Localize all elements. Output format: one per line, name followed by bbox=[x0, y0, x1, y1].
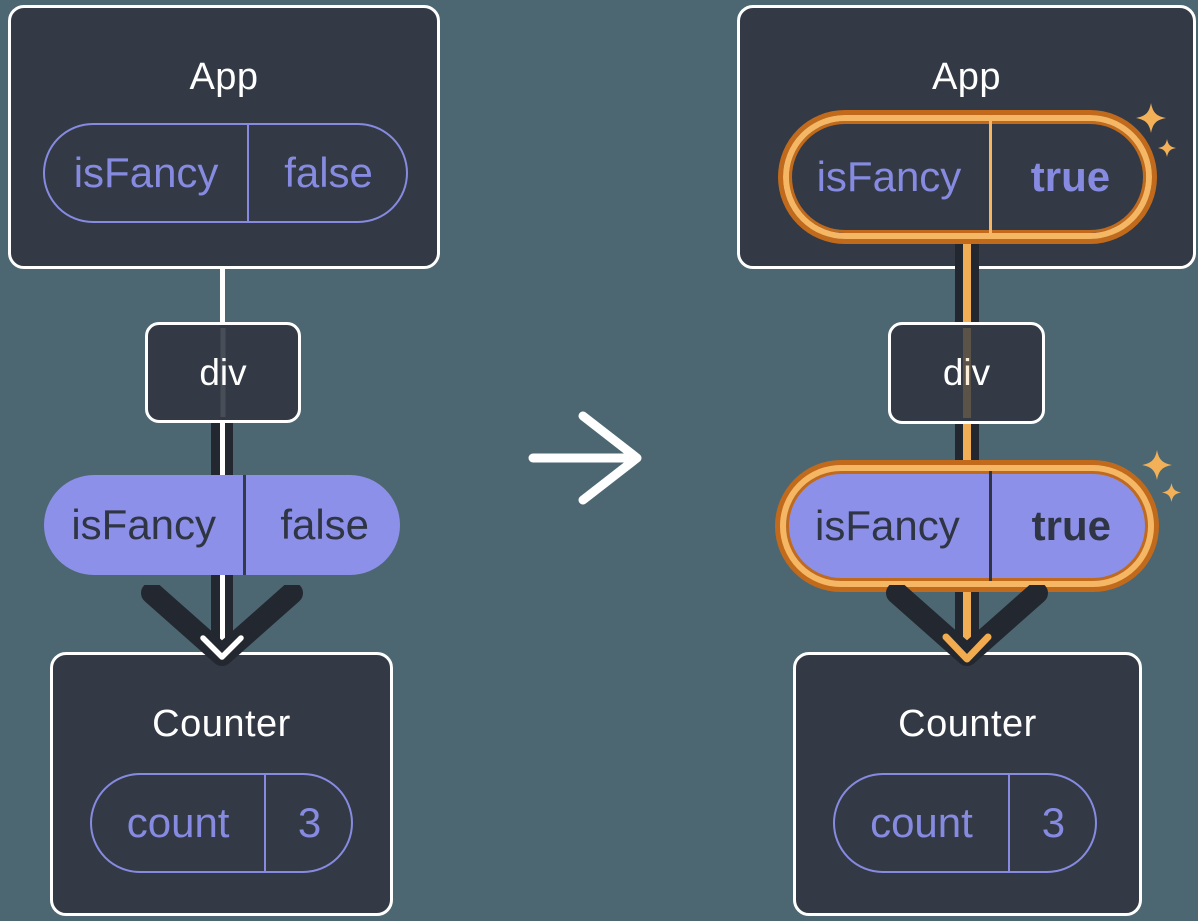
state-value: 3 bbox=[264, 775, 353, 871]
arrow-tip-icon bbox=[942, 633, 992, 663]
prop-value: true bbox=[988, 471, 1151, 581]
prop-flow-core bbox=[220, 421, 225, 481]
prop-pill-app-before: isFancy false bbox=[43, 123, 408, 223]
flow-line-ghost bbox=[220, 328, 226, 417]
prop-name: isFancy bbox=[815, 502, 960, 549]
state-value: 3 bbox=[1007, 775, 1097, 871]
div-node-before: div bbox=[145, 322, 301, 423]
flow-line-ghost bbox=[962, 328, 971, 418]
counter-card-before: Counter count 3 bbox=[50, 652, 393, 916]
prop-name: isFancy bbox=[71, 501, 217, 548]
prop-value: false bbox=[247, 125, 408, 221]
prop-name: isFancy bbox=[816, 153, 962, 200]
passed-prop-pill-after: isFancy true bbox=[780, 465, 1154, 587]
transition-arrow-icon bbox=[528, 411, 642, 505]
prop-value: false bbox=[243, 475, 403, 575]
sparkle-icon bbox=[1158, 139, 1176, 157]
arrow-tip-icon bbox=[200, 635, 244, 660]
counter-card-after: Counter count 3 bbox=[793, 652, 1142, 916]
state-pill-after: count 3 bbox=[833, 773, 1097, 873]
prop-value: true bbox=[988, 121, 1149, 233]
state-pill-before: count 3 bbox=[90, 773, 353, 873]
sparkle-icon bbox=[1162, 483, 1181, 502]
state-name: count bbox=[870, 799, 973, 846]
div-label: div bbox=[942, 352, 991, 393]
component-title: App bbox=[189, 56, 259, 98]
sparkle-icon bbox=[1142, 450, 1172, 480]
prop-flow-core bbox=[963, 570, 971, 658]
prop-flow-core bbox=[963, 240, 971, 324]
component-title: Counter bbox=[898, 703, 1037, 745]
component-title: Counter bbox=[152, 703, 291, 745]
sparkle-icon bbox=[1136, 103, 1166, 133]
state-name: count bbox=[126, 799, 230, 846]
div-node-after: div bbox=[888, 322, 1045, 424]
prop-pill-app-after: isFancy true bbox=[783, 115, 1152, 239]
component-title: App bbox=[931, 56, 1002, 98]
prop-name: isFancy bbox=[73, 149, 219, 196]
app-card-before: App isFancy false bbox=[8, 5, 440, 269]
connector-line bbox=[220, 266, 225, 326]
prop-flow-core bbox=[963, 422, 971, 481]
div-label: div bbox=[199, 351, 247, 393]
prop-flow-core bbox=[220, 570, 225, 658]
passed-prop-pill-before: isFancy false bbox=[44, 475, 400, 575]
